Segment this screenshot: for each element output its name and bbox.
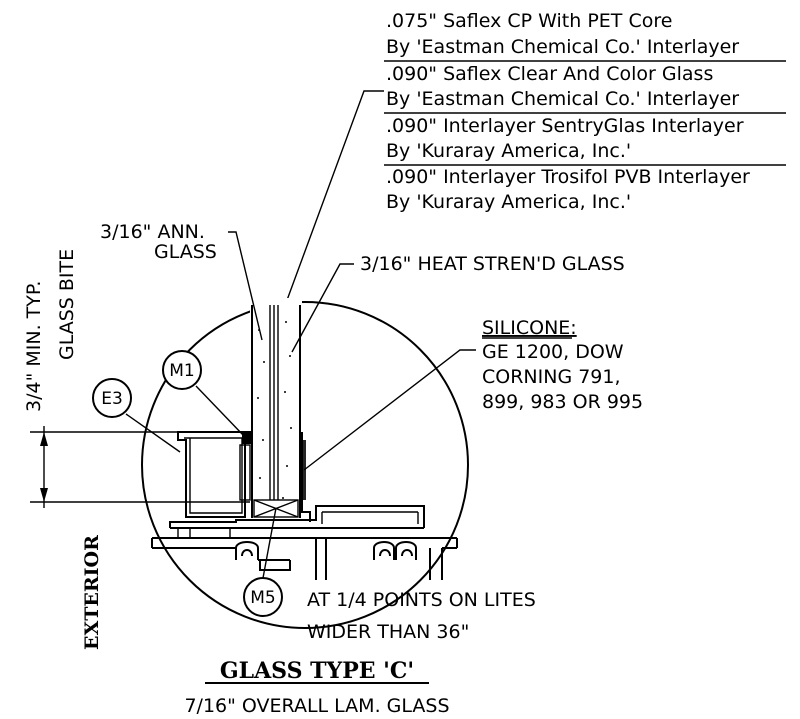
drawing-title: GLASS TYPE 'C' bbox=[220, 658, 414, 684]
m5-note-line-1: AT 1/4 POINTS ON LITES bbox=[307, 589, 536, 611]
bubble-e3-label: E3 bbox=[101, 389, 123, 409]
annealed-glass-label-line-2: GLASS bbox=[154, 241, 217, 263]
heat-strengthened-glass-leader bbox=[291, 263, 354, 353]
annealed-glass-callout: 3/16" ANN. GLASS bbox=[100, 221, 263, 341]
interlayer-4-line-1: .090" Interlayer Trosifol PVB Interlayer bbox=[386, 166, 750, 188]
silicone-spec-line-1: GE 1200, DOW bbox=[482, 341, 624, 363]
frame-extrusion bbox=[151, 431, 458, 580]
interlayer-3-line-2: By 'Kuraray America, Inc.' bbox=[386, 140, 631, 162]
bubble-e3: E3 bbox=[92, 378, 181, 453]
drawing-subtitle: 7/16" OVERALL LAM. GLASS bbox=[184, 695, 449, 717]
interlayer-spec-block: .075" Saflex CP With PET Core By 'Eastma… bbox=[275, 10, 786, 331]
annealed-glass-label-line-1: 3/16" ANN. bbox=[100, 221, 205, 243]
annealed-glass-leader bbox=[228, 231, 263, 341]
silicone-spec-line-2: CORNING 791, bbox=[482, 366, 621, 388]
glass-bite-dimension: 3/4" MIN. TYP. GLASS BITE bbox=[23, 249, 250, 508]
interlayer-4-line-2: By 'Kuraray America, Inc.' bbox=[386, 191, 631, 213]
detail-circle bbox=[141, 301, 469, 629]
exterior-label: EXTERIOR bbox=[81, 535, 103, 650]
bubble-m5: M5 bbox=[243, 507, 283, 617]
interlayer-2-line-1: .090" Saflex Clear And Color Glass bbox=[386, 63, 713, 85]
interlayer-3-line-1: .090" Interlayer SentryGlas Interlayer bbox=[386, 115, 744, 137]
silicone-leader bbox=[303, 349, 476, 471]
interlayer-leader-line bbox=[275, 90, 384, 331]
heat-strengthened-glass-callout: 3/16" HEAT STREN'D GLASS bbox=[291, 253, 625, 353]
bubble-m1-label: M1 bbox=[169, 361, 194, 381]
bubble-m5-label: M5 bbox=[250, 588, 275, 608]
silicone-title: SILICONE: bbox=[482, 317, 577, 339]
silicone-spec-line-3: 899, 983 OR 995 bbox=[482, 391, 643, 413]
heat-strengthened-glass-label: 3/16" HEAT STREN'D GLASS bbox=[360, 253, 625, 275]
interlayer-2-line-2: By 'Eastman Chemical Co.' Interlayer bbox=[386, 88, 739, 110]
interlayer-1-line-2: By 'Eastman Chemical Co.' Interlayer bbox=[386, 36, 739, 58]
m5-note-line-2: WIDER THAN 36" bbox=[307, 621, 469, 643]
laminated-glass-lites bbox=[250, 298, 302, 520]
silicone-callout: SILICONE: GE 1200, DOW CORNING 791, 899,… bbox=[303, 317, 643, 471]
glass-bite-dimension-line-1: 3/4" MIN. TYP. bbox=[23, 281, 45, 412]
glass-bite-dimension-line-2: GLASS BITE bbox=[56, 249, 78, 360]
bubble-m1: M1 bbox=[162, 350, 245, 437]
interlayer-1-line-1: .075" Saflex CP With PET Core bbox=[386, 10, 672, 32]
